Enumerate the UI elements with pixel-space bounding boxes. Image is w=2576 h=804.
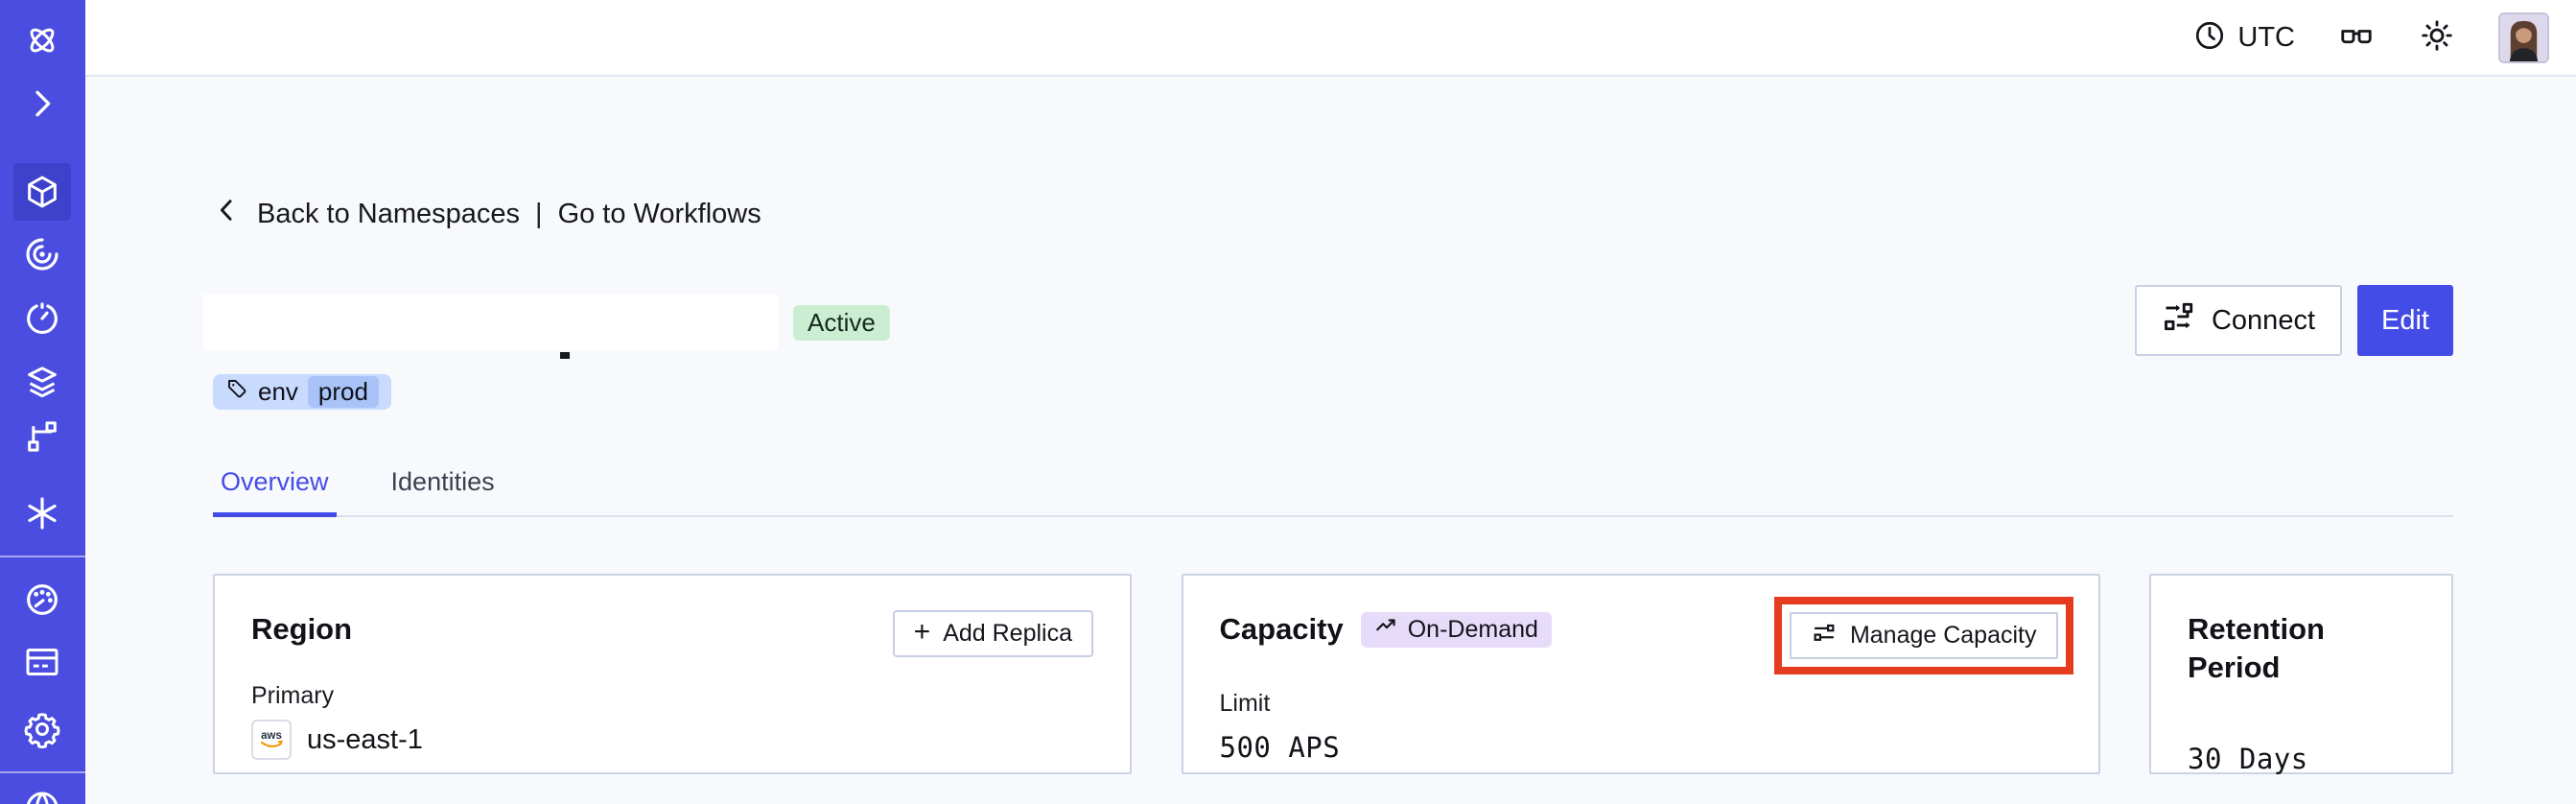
breadcrumb-separator: | <box>535 198 543 229</box>
tag-row: env prod <box>213 374 391 410</box>
topbar: UTC <box>85 0 2576 77</box>
tab-identities[interactable]: Identities <box>390 467 495 496</box>
edit-button[interactable]: Edit <box>2357 285 2453 356</box>
glasses-icon <box>2339 18 2374 58</box>
sidebar-divider <box>0 771 85 773</box>
add-replica-label: Add Replica <box>943 620 1072 647</box>
connect-flow-icon <box>2162 299 2196 342</box>
sidebar-divider <box>0 556 85 557</box>
namespace-tag: env prod <box>213 374 391 410</box>
aws-logo-text: aws <box>261 730 282 742</box>
limit-label: Limit <box>1219 690 1271 717</box>
highlight-annotation: Manage Capacity <box>1773 597 2073 674</box>
retention-card: Retention Period 30 Days <box>2149 574 2453 775</box>
main-content: Back to Namespaces | Go to Workflows Act… <box>85 79 2576 804</box>
timezone-selector[interactable]: UTC <box>2193 19 2295 57</box>
support-globe-icon[interactable] <box>23 789 61 804</box>
clock-icon <box>2193 19 2226 57</box>
batch-operations-icon[interactable] <box>23 363 61 401</box>
trending-up-icon <box>1374 614 1399 646</box>
temporal-logo-icon[interactable] <box>23 21 61 59</box>
retention-card-title: Retention Period <box>2188 612 2325 684</box>
region-card: Region + Add Replica Primary aws <box>213 574 1132 774</box>
labs-glasses-toggle[interactable] <box>2337 18 2376 57</box>
timezone-label: UTC <box>2237 21 2295 53</box>
primary-label: Primary <box>251 682 335 709</box>
billing-icon[interactable] <box>23 643 61 681</box>
tag-key: env <box>258 377 298 406</box>
aws-provider-icon: aws <box>251 720 292 760</box>
sidebar-nav <box>0 0 85 804</box>
sun-icon <box>2420 18 2454 58</box>
capacity-card: Capacity On-Demand <box>1181 574 2100 774</box>
manage-capacity-label: Manage Capacity <box>1849 622 2037 649</box>
region-card-title: Region <box>251 612 353 646</box>
breadcrumb: Back to Namespaces | Go to Workflows <box>213 196 761 232</box>
schedules-icon[interactable] <box>23 299 61 338</box>
workflows-icon[interactable] <box>23 235 61 273</box>
plus-icon: + <box>913 616 931 648</box>
namespace-actions: Connect Edit <box>2134 285 2453 356</box>
manage-capacity-button[interactable]: Manage Capacity <box>1789 612 2058 659</box>
tab-bar: Overview Identities <box>213 467 2453 517</box>
add-replica-button[interactable]: + Add Replica <box>892 610 1093 657</box>
ondemand-badge: On-Demand <box>1360 611 1552 648</box>
overview-cards: Region + Add Replica Primary aws <box>213 574 2453 775</box>
tag-value-chip: prod <box>307 376 379 408</box>
user-avatar[interactable] <box>2498 12 2549 63</box>
theme-toggle[interactable] <box>2418 18 2456 57</box>
region-value: us-east-1 <box>307 723 423 755</box>
tag-icon <box>225 377 248 407</box>
go-to-workflows-link[interactable]: Go to Workflows <box>557 198 761 229</box>
redaction-artifact <box>560 352 570 359</box>
tab-overview[interactable]: Overview <box>213 467 337 517</box>
namespaces-icon[interactable] <box>23 173 61 211</box>
retention-value: 30 Days <box>2188 743 2308 775</box>
nexus-icon[interactable] <box>23 494 61 532</box>
connect-button[interactable]: Connect <box>2134 285 2342 356</box>
chevron-left-icon[interactable] <box>213 196 242 232</box>
sliders-icon <box>1811 619 1838 652</box>
ondemand-badge-label: On-Demand <box>1407 615 1538 643</box>
deployments-icon[interactable] <box>23 417 61 456</box>
back-to-namespaces-link[interactable]: Back to Namespaces <box>257 198 521 229</box>
connect-button-label: Connect <box>2211 304 2315 336</box>
expand-chevron-icon[interactable] <box>23 84 61 123</box>
namespace-title-row: Active <box>203 295 890 359</box>
status-badge: Active <box>793 304 890 341</box>
settings-gear-icon[interactable] <box>23 710 61 748</box>
namespace-name-redacted <box>203 295 779 350</box>
usage-icon[interactable] <box>23 580 61 619</box>
capacity-card-title: Capacity <box>1219 612 1344 646</box>
capacity-limit-value: 500 APS <box>1219 731 1341 764</box>
